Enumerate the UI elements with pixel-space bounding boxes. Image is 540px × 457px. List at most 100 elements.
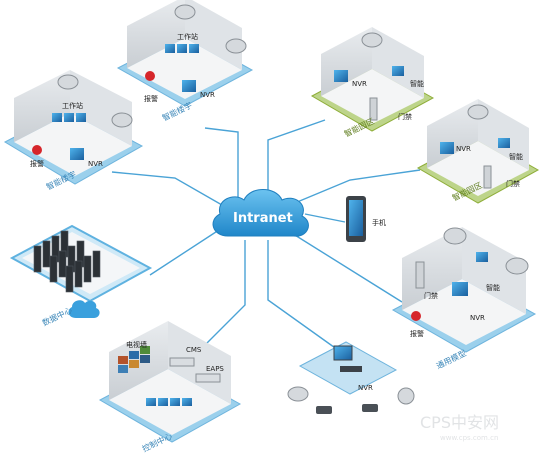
zone-name-control: 控制中心 xyxy=(140,431,173,454)
tv-wall-screen xyxy=(129,360,139,368)
zone-park-a: NVR 智能 门禁 智能园区 xyxy=(310,27,435,139)
general-floor xyxy=(402,279,526,345)
zone-building-b: 工作站 报警 NVR 智能楼宇 xyxy=(116,0,254,123)
dome-camera-icon xyxy=(57,74,79,90)
nvr-label: NVR xyxy=(352,80,367,88)
bullet-camera-icon xyxy=(316,406,332,414)
monitor-icon xyxy=(452,282,468,296)
cms-label: CMS xyxy=(186,346,202,354)
server-rack-icon xyxy=(33,245,42,273)
watermark: CPS中安网 www.cps.com.cn xyxy=(420,413,499,442)
building-a-floor xyxy=(14,113,132,176)
link-building-a xyxy=(111,171,223,206)
zone-data-center: 数据中心 xyxy=(9,224,153,328)
tv-wall-screen xyxy=(140,355,150,363)
link-park-b xyxy=(289,169,421,206)
zone-cameras: NVR xyxy=(287,341,415,414)
nvr-label: NVR xyxy=(456,145,471,153)
building-b-wall-right xyxy=(185,0,242,70)
zone-name-general: 通用模型 xyxy=(434,348,467,371)
monitor-icon xyxy=(52,113,62,122)
tv-wall-label: 电视墙 xyxy=(126,340,147,349)
server-unit-icon xyxy=(169,357,195,367)
monitor-icon xyxy=(182,398,192,406)
watermark-main: CPS中安网 xyxy=(420,413,499,432)
server-rack-icon xyxy=(74,260,83,288)
workstation-label: 工作站 xyxy=(177,32,198,41)
link-mobile xyxy=(304,213,346,223)
nvr-label: NVR xyxy=(200,91,215,99)
monitor-icon xyxy=(76,113,86,122)
door-access-icon xyxy=(369,97,378,121)
zone-general: 门禁 智能 NVR 报警 通用模型 xyxy=(391,227,537,371)
nvr-label: NVR xyxy=(358,384,373,392)
link-building-b xyxy=(204,127,239,200)
monitor-icon xyxy=(498,138,510,148)
server-rack-icon xyxy=(92,250,101,278)
general-wall-right xyxy=(462,227,526,314)
monitor-icon xyxy=(146,398,156,406)
link-park-a xyxy=(267,119,326,198)
door-label: 门禁 xyxy=(398,112,412,121)
zone-name-data-center: 数据中心 xyxy=(40,305,73,328)
cloud-icon xyxy=(212,189,309,237)
building-a-wall-left xyxy=(14,70,70,142)
server-rack-icon xyxy=(83,255,92,283)
zone-park-b: NVR 智能 门禁 智能园区 xyxy=(416,99,540,204)
phone-screen xyxy=(349,200,363,236)
park-a-floor xyxy=(321,69,424,124)
link-data-center xyxy=(149,227,223,276)
monitor-icon xyxy=(165,44,175,53)
monitor-icon xyxy=(64,113,74,122)
monitor-icon xyxy=(189,44,199,53)
tv-wall-screen xyxy=(118,365,128,373)
dome-camera-icon xyxy=(287,386,309,402)
door-access-icon xyxy=(483,165,492,189)
tv-wall-screen xyxy=(140,346,150,354)
park-a-wall-right xyxy=(372,27,424,98)
intranet-cloud: Intranet xyxy=(212,189,309,237)
server-unit-icon xyxy=(195,373,221,383)
control-wall-right xyxy=(168,321,231,404)
door-access-icon xyxy=(415,261,425,289)
monitor-icon xyxy=(334,70,348,82)
dome-camera-icon xyxy=(174,4,196,20)
server-racks xyxy=(33,230,101,293)
alarm-label: 报警 xyxy=(410,329,424,338)
zone-control: 电视墙 CMS EAPS 控制中心 xyxy=(98,321,242,454)
park-a-wall-left xyxy=(321,27,372,96)
dome-camera-icon xyxy=(467,104,489,120)
monitor-icon xyxy=(440,142,454,154)
monitor-icon xyxy=(177,44,187,53)
monitor-icon xyxy=(70,148,84,160)
mobile-label: 手机 xyxy=(372,218,386,227)
zone-building-a: 工作站 报警 NVR 智能楼宇 xyxy=(3,70,144,192)
monitor-icon xyxy=(476,252,488,262)
server-rack-icon xyxy=(65,265,74,293)
monitor-icon xyxy=(392,66,404,76)
dome-camera-icon xyxy=(111,112,133,128)
monitor-icon xyxy=(170,398,180,406)
alarm-label: 报警 xyxy=(30,159,44,168)
workstation-label: 工作站 xyxy=(62,101,83,110)
link-cameras xyxy=(267,240,339,351)
building-b-wall-left xyxy=(127,0,185,68)
eaps-label: EAPS xyxy=(206,365,224,373)
park-b-wall-right xyxy=(478,99,529,170)
watermark-url: www.cps.com.cn xyxy=(440,434,498,442)
link-general xyxy=(289,231,403,303)
hub-label: Intranet xyxy=(233,211,293,226)
server-rack-icon xyxy=(49,255,58,283)
smart-label: 智能 xyxy=(509,152,523,161)
building-a-wall-right xyxy=(70,70,132,146)
smart-label: 智能 xyxy=(410,79,424,88)
dome-camera-icon xyxy=(505,257,529,275)
nvr-label: NVR xyxy=(470,314,485,322)
door-label: 门禁 xyxy=(506,179,520,188)
dome-camera-icon xyxy=(443,227,467,245)
park-b-wall-left xyxy=(427,99,478,168)
server-rack-icon xyxy=(42,240,51,268)
smart-label: 智能 xyxy=(486,283,500,292)
general-wall-left xyxy=(402,227,462,310)
